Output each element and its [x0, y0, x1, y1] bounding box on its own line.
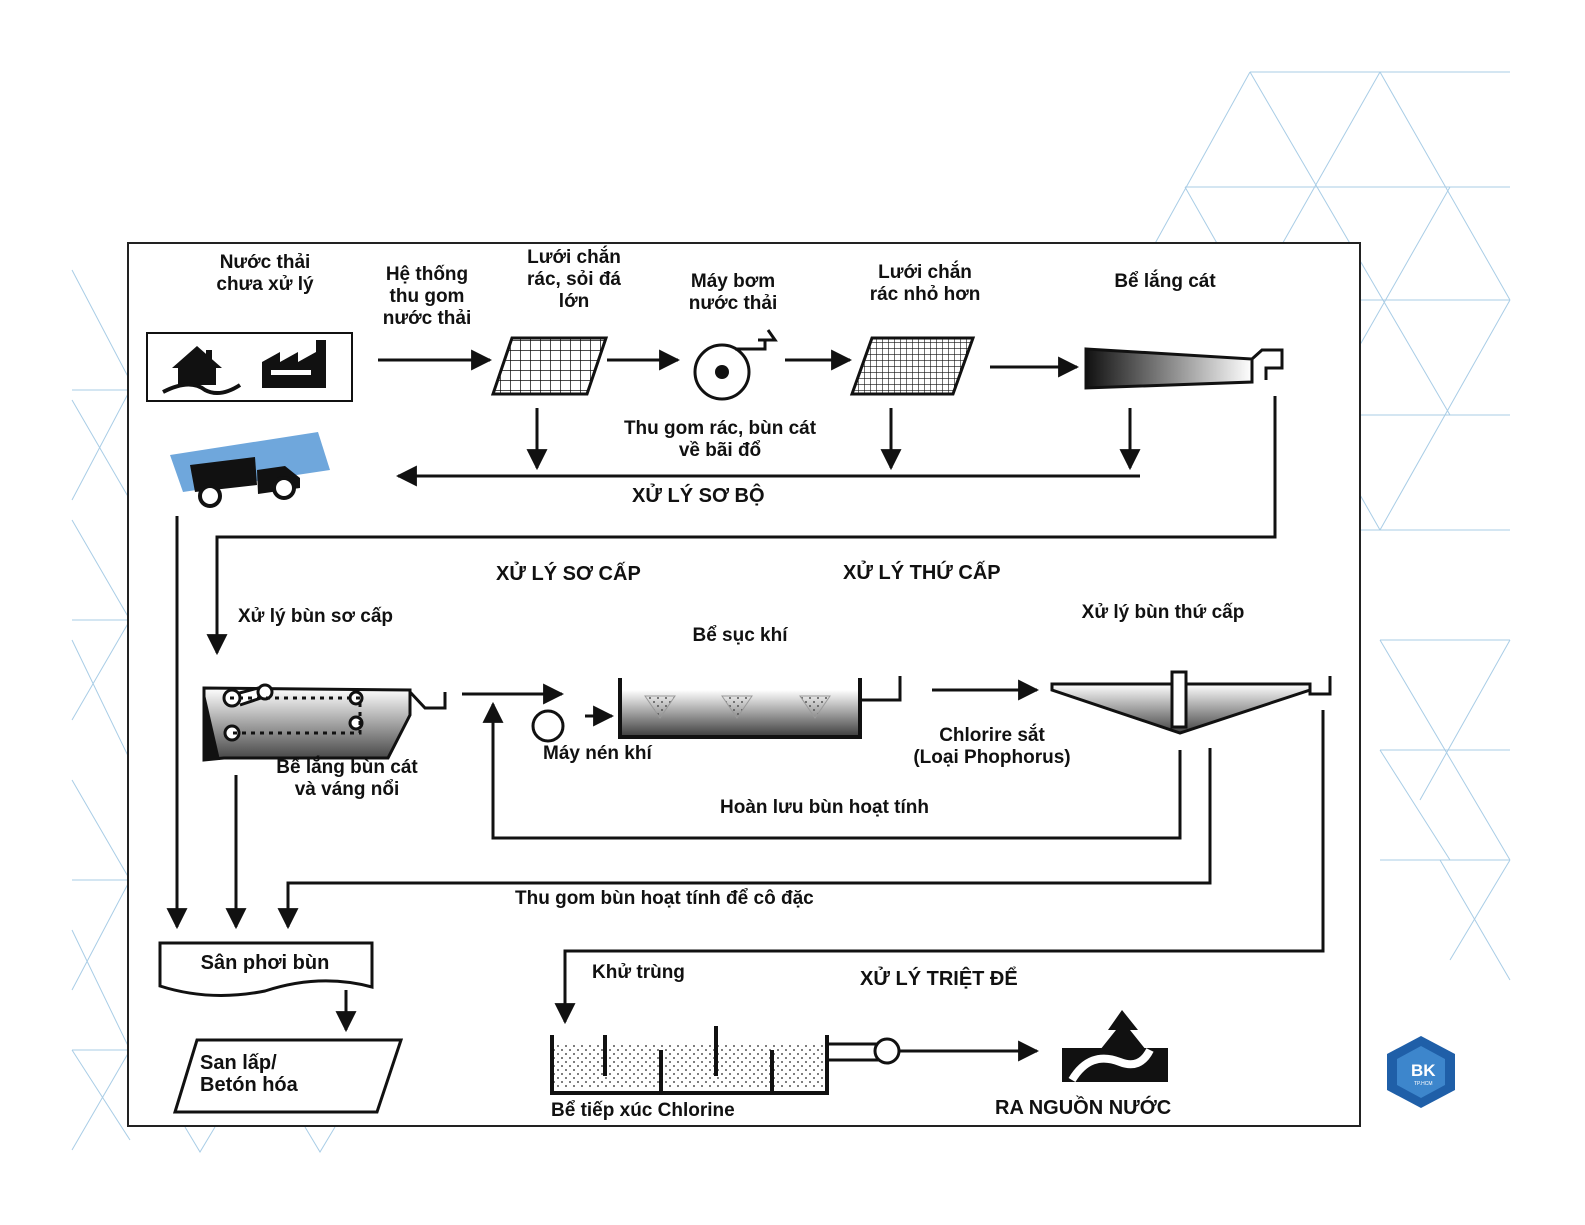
screenings-collection-arrows	[395, 408, 1141, 487]
secondary-sludge-label: Xử lý bùn thứ cấp	[1081, 602, 1245, 623]
screenings-collection-label: Thu gom rác, bùn cát về bãi đổ	[623, 418, 817, 461]
landfill-icon	[172, 1038, 404, 1114]
drying-bed-label: Sân phơi bùn	[200, 952, 330, 974]
fine-screen-label: Lưới chắn rác nhỏ hơn	[869, 262, 981, 305]
collection-system-label: Hệ thống thu gom nước thải	[382, 264, 472, 329]
logo-subtext: TP.HCM	[1414, 1081, 1433, 1087]
sludge-recycle-label: Hoàn lưu bùn hoạt tính	[720, 797, 929, 818]
grit-chamber-label: Bể lắng cát	[1114, 271, 1216, 292]
air-compressor-icon	[531, 709, 565, 743]
main-flow-line	[166, 396, 1277, 930]
drying-bed-icon	[158, 941, 374, 1033]
grit-chamber-icon	[1084, 347, 1284, 390]
preliminary-flow-arrows	[378, 349, 1080, 378]
secondary-clarifier-icon	[1050, 670, 1332, 735]
pump-icon	[693, 329, 778, 401]
chlorine-tank-label: Bể tiếp xúc Chlorine	[551, 1100, 735, 1121]
tertiary-section-heading: XỬ LÝ TRIỆT ĐỂ	[860, 968, 1018, 990]
grit-scum-tank-label: Bể lắng bùn cát và váng nổi	[276, 757, 418, 800]
thickening-label: Thu gom bùn hoạt tính để cô đặc	[515, 888, 814, 909]
logo-text: BK	[1411, 1061, 1436, 1080]
raw-wastewater-label: Nước thải chưa xử lý	[216, 252, 314, 295]
coarse-screen-label: Lưới chắn rác, sỏi đá lớn	[527, 247, 621, 312]
receiving-water-label: RA NGUỒN NƯỚC	[995, 1097, 1172, 1119]
preliminary-section-heading: XỬ LÝ SƠ BỘ	[632, 485, 765, 507]
air-compressor-label: Máy nén khí	[543, 743, 652, 764]
landfill-label: San lấp/ Betón hóa	[200, 1052, 298, 1096]
house-factory-icon	[146, 332, 353, 402]
chlorine-contact-tank-icon	[550, 1026, 1040, 1095]
disinfection-label: Khử trùng	[592, 962, 685, 983]
secondary-section-heading: XỬ LÝ THỨ CẤP	[843, 562, 1001, 584]
primary-clarifier-icon	[202, 683, 447, 762]
fine-screen-icon	[849, 336, 976, 396]
aeration-tank-label: Bể sục khí	[692, 625, 788, 646]
pump-label: Máy bơm nước thải	[688, 271, 778, 314]
sludge-return-lines	[225, 710, 1325, 1025]
primary-section-heading: XỬ LÝ SƠ CẤP	[496, 563, 641, 585]
primary-to-aeration-arrows	[462, 683, 1182, 840]
river-tree-icon	[1062, 1010, 1168, 1083]
primary-sludge-label: Xử lý bùn sơ cấp	[238, 606, 394, 627]
ferric-chloride-label: Chlorire sắt (Loại Phophorus)	[913, 725, 1071, 768]
aeration-tank-icon	[618, 676, 902, 739]
bk-logo-icon	[1387, 1036, 1455, 1108]
truck-icon	[170, 432, 330, 508]
coarse-screen-icon	[490, 336, 609, 396]
